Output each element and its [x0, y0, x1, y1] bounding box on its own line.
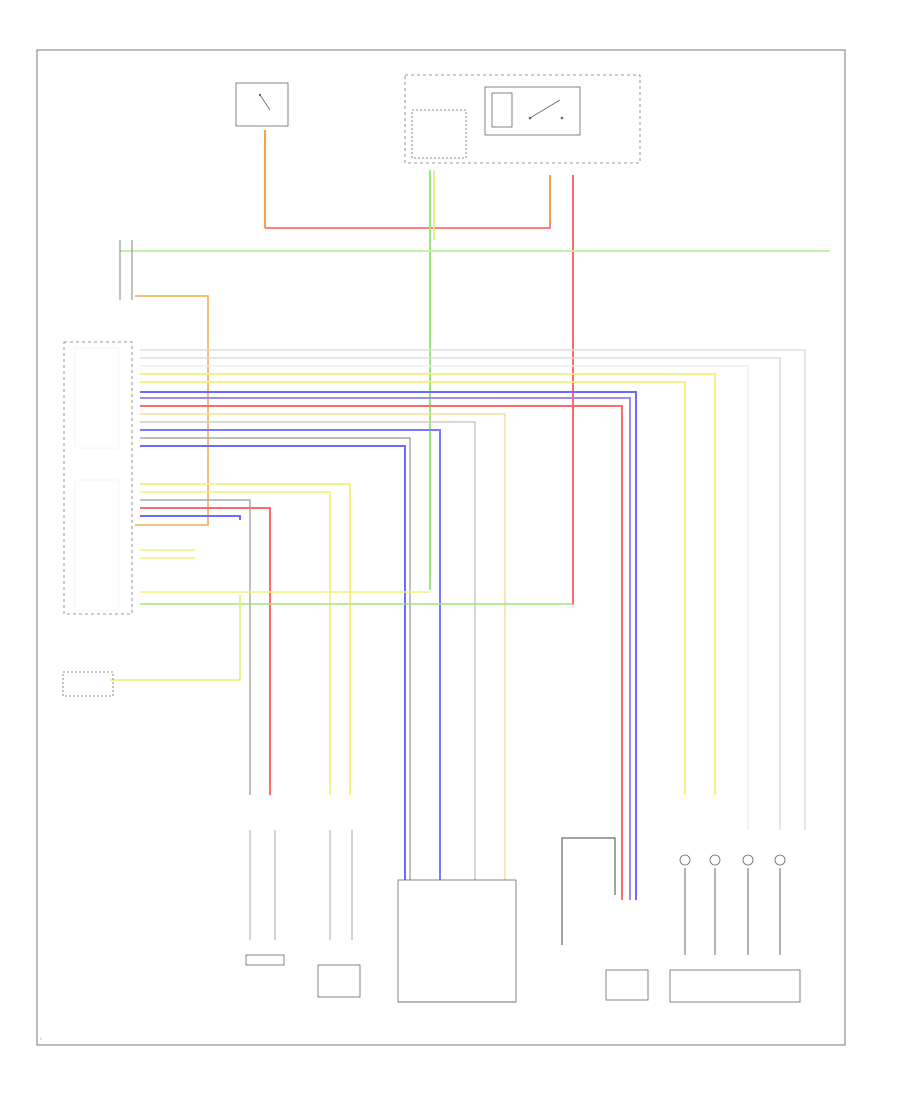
wire-orange-module	[135, 295, 209, 526]
wire-bundle-module	[110, 349, 806, 900]
diagram-frame	[36, 49, 846, 1046]
small-module-box	[62, 671, 114, 697]
connector-pins	[74, 347, 120, 611]
wire-group-top	[263, 130, 574, 605]
page-number: 1	[40, 1037, 42, 1041]
wire-red-top-horizontal	[265, 175, 551, 229]
bottom-connectors	[245, 830, 801, 1003]
fuse-box-component	[235, 82, 289, 127]
switch-component-left	[404, 74, 641, 164]
control-module	[63, 240, 133, 615]
